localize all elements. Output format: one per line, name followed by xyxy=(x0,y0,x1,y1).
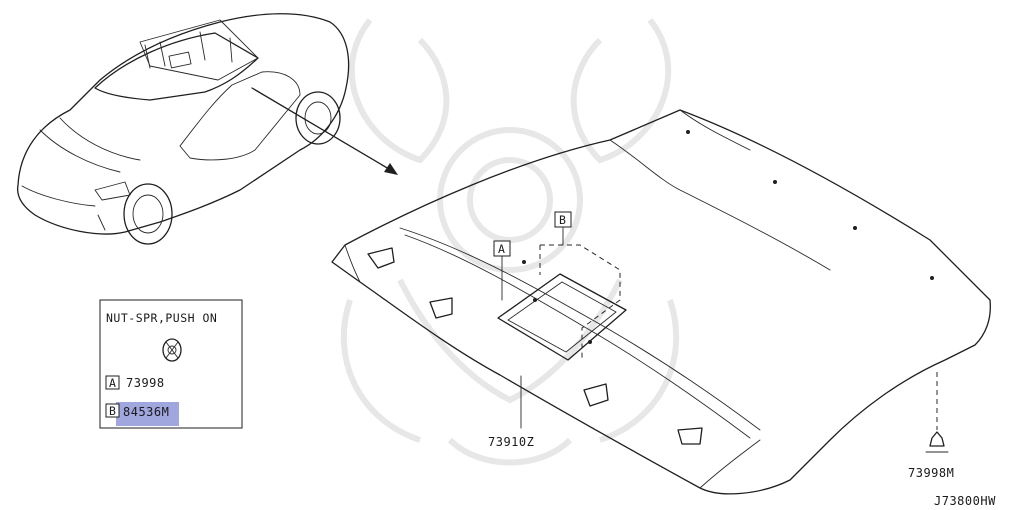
legend-row-b-letter: B xyxy=(109,404,116,418)
marker-b-frame xyxy=(539,227,621,358)
legend-row-a-letter: A xyxy=(109,376,116,390)
car-icon xyxy=(16,13,350,245)
legend-highlight xyxy=(116,402,179,426)
push-nut-icon xyxy=(162,338,182,362)
legend-row-b-part: 84536M xyxy=(123,405,169,419)
diagram-code: J73800HW xyxy=(934,494,996,508)
marker-b-box xyxy=(554,211,572,228)
legend-title: NUT-SPR,PUSH ON xyxy=(106,311,217,325)
legend-row-b-letter-box xyxy=(105,403,120,418)
legend-row-a-part: 73998 xyxy=(126,376,165,390)
arrow-icon xyxy=(251,87,398,175)
legend-box: NUT-SPR,PUSH ON A 73998 B 84536M xyxy=(99,299,243,429)
headlining-panel xyxy=(331,109,991,495)
clip-part-number: 73998M xyxy=(908,466,954,480)
legend-row-a-letter-box xyxy=(105,375,120,390)
marker-a-box xyxy=(493,240,511,257)
marker-b-text: B xyxy=(559,213,566,227)
headlining-part-number: 73910Z xyxy=(488,435,534,449)
clip-icon xyxy=(925,372,949,453)
marker-a-text: A xyxy=(498,242,505,256)
